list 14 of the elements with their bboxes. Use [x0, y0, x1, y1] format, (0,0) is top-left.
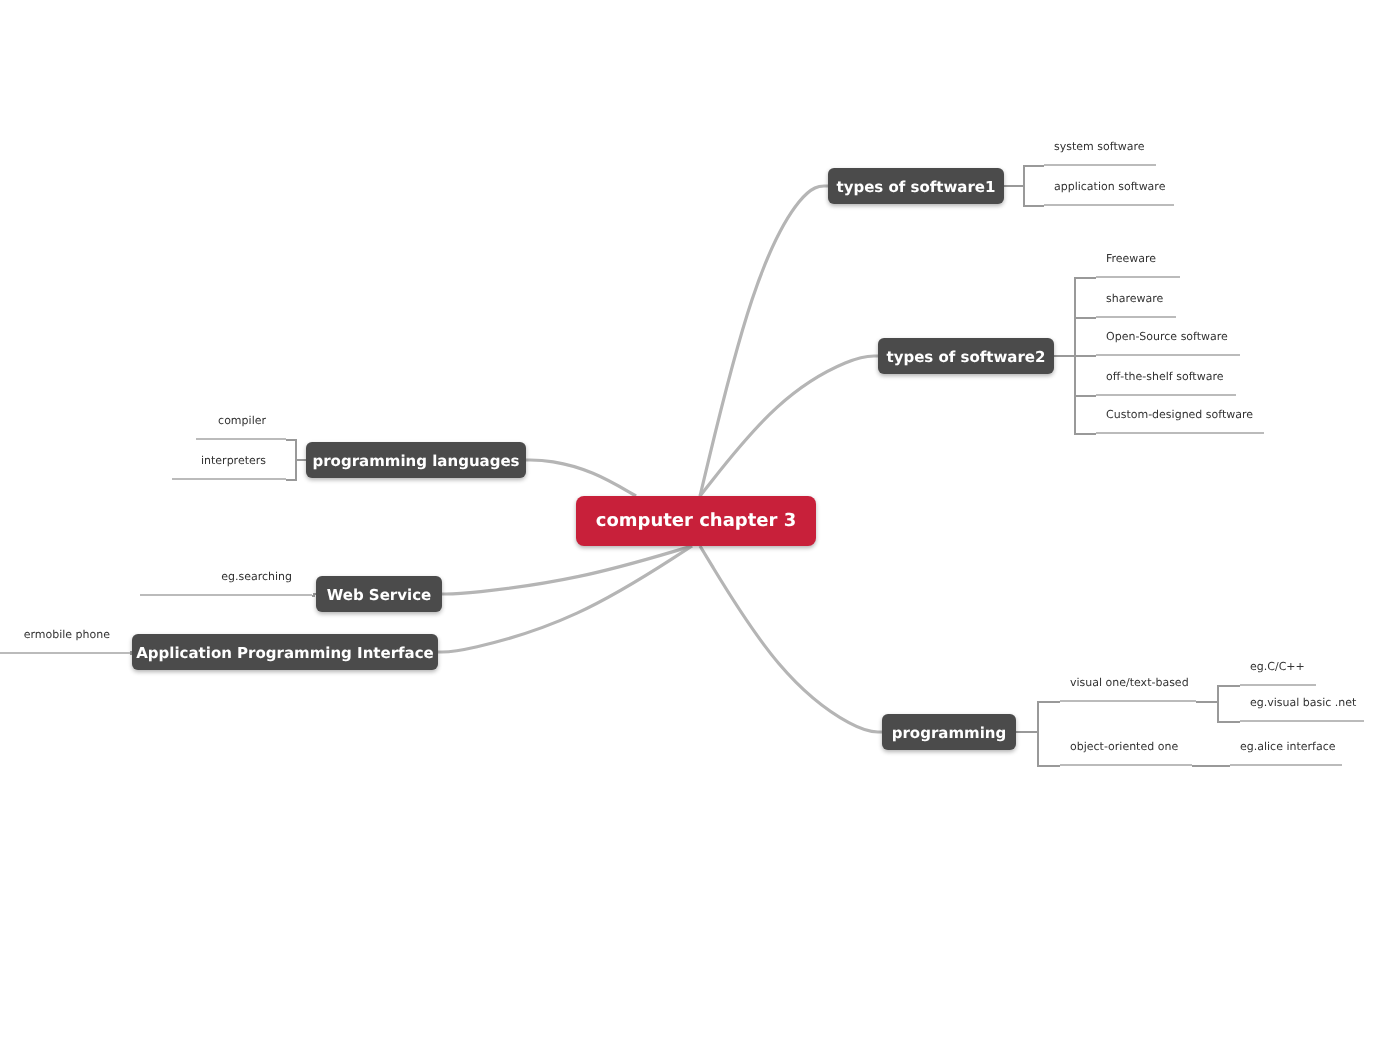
- connector-line: [698, 545, 882, 734]
- connector-line: [438, 544, 693, 654]
- connector-line: [698, 354, 878, 497]
- connector-line: [1195, 701, 1241, 723]
- connector-line: [1003, 185, 1045, 207]
- central-topic-box: computer chapter 3: [576, 496, 816, 546]
- connector-line: [285, 459, 307, 481]
- connector-line: [698, 184, 828, 497]
- connector-line: [442, 544, 693, 596]
- connector-line: [311, 593, 317, 597]
- connector-line: [526, 458, 637, 498]
- connector-line: [1191, 765, 1231, 767]
- connector-line: [1053, 355, 1097, 435]
- connector-line: [1015, 731, 1061, 767]
